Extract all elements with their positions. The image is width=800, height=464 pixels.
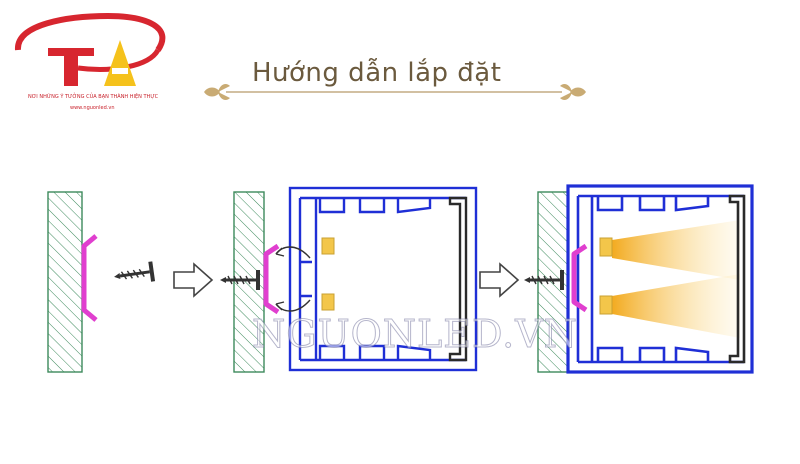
logo-website: www.nguonled.vn xyxy=(70,105,115,111)
company-logo: NƠI NHỮNG Ý TƯỞNG CỦA BẠN THÀNH HIỆN THỰ… xyxy=(8,10,188,111)
step-1-screw-icon xyxy=(111,259,157,289)
step-2-snap-arrows-icon xyxy=(275,246,311,312)
logo-mark-icon xyxy=(15,12,166,86)
step-2-led-icon xyxy=(321,237,335,311)
step-1-clip-icon xyxy=(81,234,98,322)
title-block: Hướng dẫn lắp đặt xyxy=(200,58,590,104)
watermark: NGUONLED.VN xyxy=(252,312,578,357)
step-3-light-beams xyxy=(612,220,740,338)
logo-slogan: NƠI NHỮNG Ý TƯỞNG CỦA BẠN THÀNH HIỆN THỰ… xyxy=(28,94,159,100)
step-2-clip-icon xyxy=(263,243,280,315)
step-3-led-icon xyxy=(599,237,613,315)
arrow-right-icon xyxy=(173,263,213,297)
page-title: Hướng dẫn lắp đặt xyxy=(252,58,502,88)
ornamental-divider-icon xyxy=(204,84,586,100)
step-2-profile-icon xyxy=(288,186,478,372)
arrow-right-icon xyxy=(479,263,519,297)
step-3-clip-icon xyxy=(571,243,588,313)
step-1-wall xyxy=(47,191,83,373)
installation-diagram xyxy=(47,184,754,374)
step-3-profile-icon xyxy=(566,184,754,374)
